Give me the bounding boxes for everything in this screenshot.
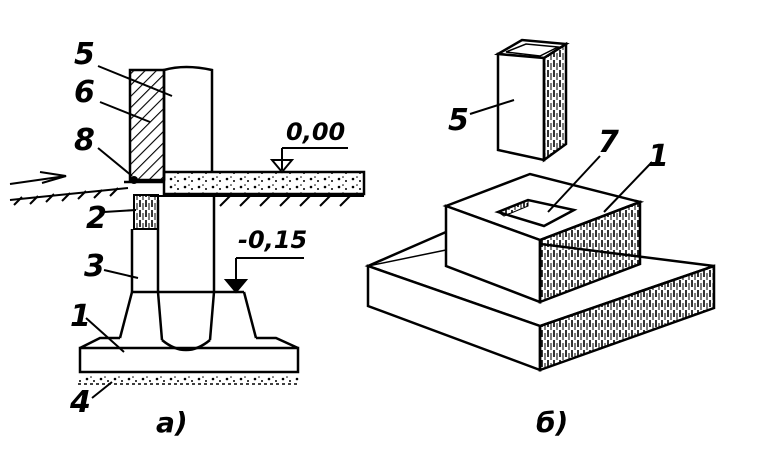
label-a-6: 6 bbox=[74, 75, 95, 110]
wall-panel bbox=[128, 68, 166, 182]
floor-slab bbox=[162, 170, 366, 196]
label-a-5: 5 bbox=[74, 37, 95, 72]
socket-block bbox=[442, 172, 645, 304]
column-block bbox=[493, 38, 570, 163]
label-b-5: 5 bbox=[448, 103, 469, 138]
column bbox=[162, 65, 214, 180]
level-ground-text: 0,00 bbox=[286, 118, 345, 146]
ground-hatching-right bbox=[150, 195, 364, 207]
ground-hatching-left bbox=[9, 187, 129, 206]
figure-b-isometric: 5 7 1 б) bbox=[364, 38, 716, 439]
label-a-3: 3 bbox=[84, 249, 105, 284]
leader-lines-a bbox=[85, 65, 173, 399]
level-marker-ground bbox=[269, 147, 348, 174]
label-a-8: 8 bbox=[74, 123, 95, 158]
sand-bed bbox=[78, 374, 300, 384]
leader-lines-b bbox=[469, 99, 653, 213]
level-lower-text: -0,15 bbox=[238, 226, 307, 254]
foundation-slab bbox=[78, 336, 300, 374]
label-a-4: 4 bbox=[69, 385, 91, 420]
figure-a-section: 0,00 -0,15 5 6 8 2 3 1 4 а) bbox=[9, 37, 366, 439]
level-marker-lower bbox=[223, 257, 304, 294]
caption-b: б) bbox=[536, 406, 568, 439]
drainage-arrow bbox=[9, 171, 67, 185]
label-a-2: 2 bbox=[86, 201, 107, 236]
caption-a: а) bbox=[156, 406, 188, 439]
foundation-glass bbox=[118, 196, 258, 352]
foundation-beam bbox=[133, 194, 159, 230]
joint-node bbox=[130, 176, 138, 184]
label-a-1: 1 bbox=[70, 299, 91, 334]
label-b-7: 7 bbox=[598, 125, 619, 160]
label-b-1: 1 bbox=[648, 139, 669, 174]
